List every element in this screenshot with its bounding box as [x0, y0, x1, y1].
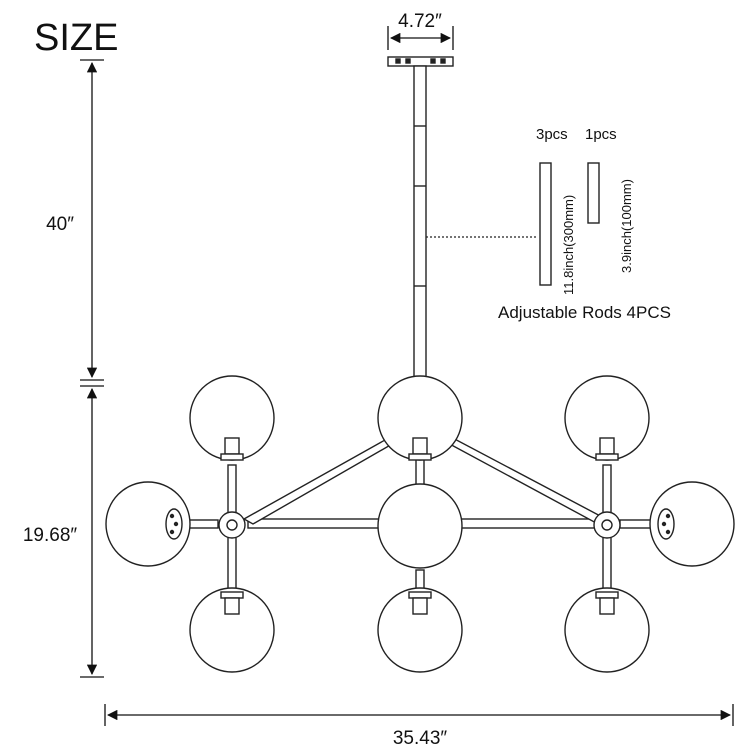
globe-center: [377, 483, 463, 569]
long-rod-label: 11.8inch(300mm): [561, 195, 576, 295]
long-rod: [539, 162, 552, 286]
canopy-width-dimension: [387, 26, 454, 50]
diagram-title: SIZE: [34, 17, 118, 59]
short-rod-label: 3.9inch(100mm): [619, 179, 634, 273]
drop-height-dimension: [80, 59, 104, 381]
fixture-height-label: 19.68″: [23, 525, 78, 546]
globe-middle-right: [649, 481, 735, 567]
globe-bottom-center: [377, 587, 463, 673]
short-rod-count: 1pcs: [585, 126, 617, 143]
canopy: [387, 56, 454, 67]
canopy-width-label: 4.72″: [398, 11, 442, 32]
globe-bottom-right: [564, 587, 650, 673]
globe-top-right: [564, 375, 650, 461]
fixture-width-dimension: [104, 704, 734, 726]
globe-top-left: [189, 375, 275, 461]
rods-caption: Adjustable Rods 4PCS: [498, 303, 671, 322]
short-rod: [587, 162, 600, 224]
fixture-height-dimension: [80, 385, 104, 678]
globe-middle-left: [105, 481, 191, 567]
long-rod-count: 3pcs: [536, 126, 568, 143]
drop-height-label: 40″: [46, 214, 74, 235]
globe-bottom-left: [189, 587, 275, 673]
down-rod: [413, 65, 427, 381]
fixture-width-label: 35.43″: [393, 728, 448, 749]
globe-top-center: [377, 375, 463, 461]
